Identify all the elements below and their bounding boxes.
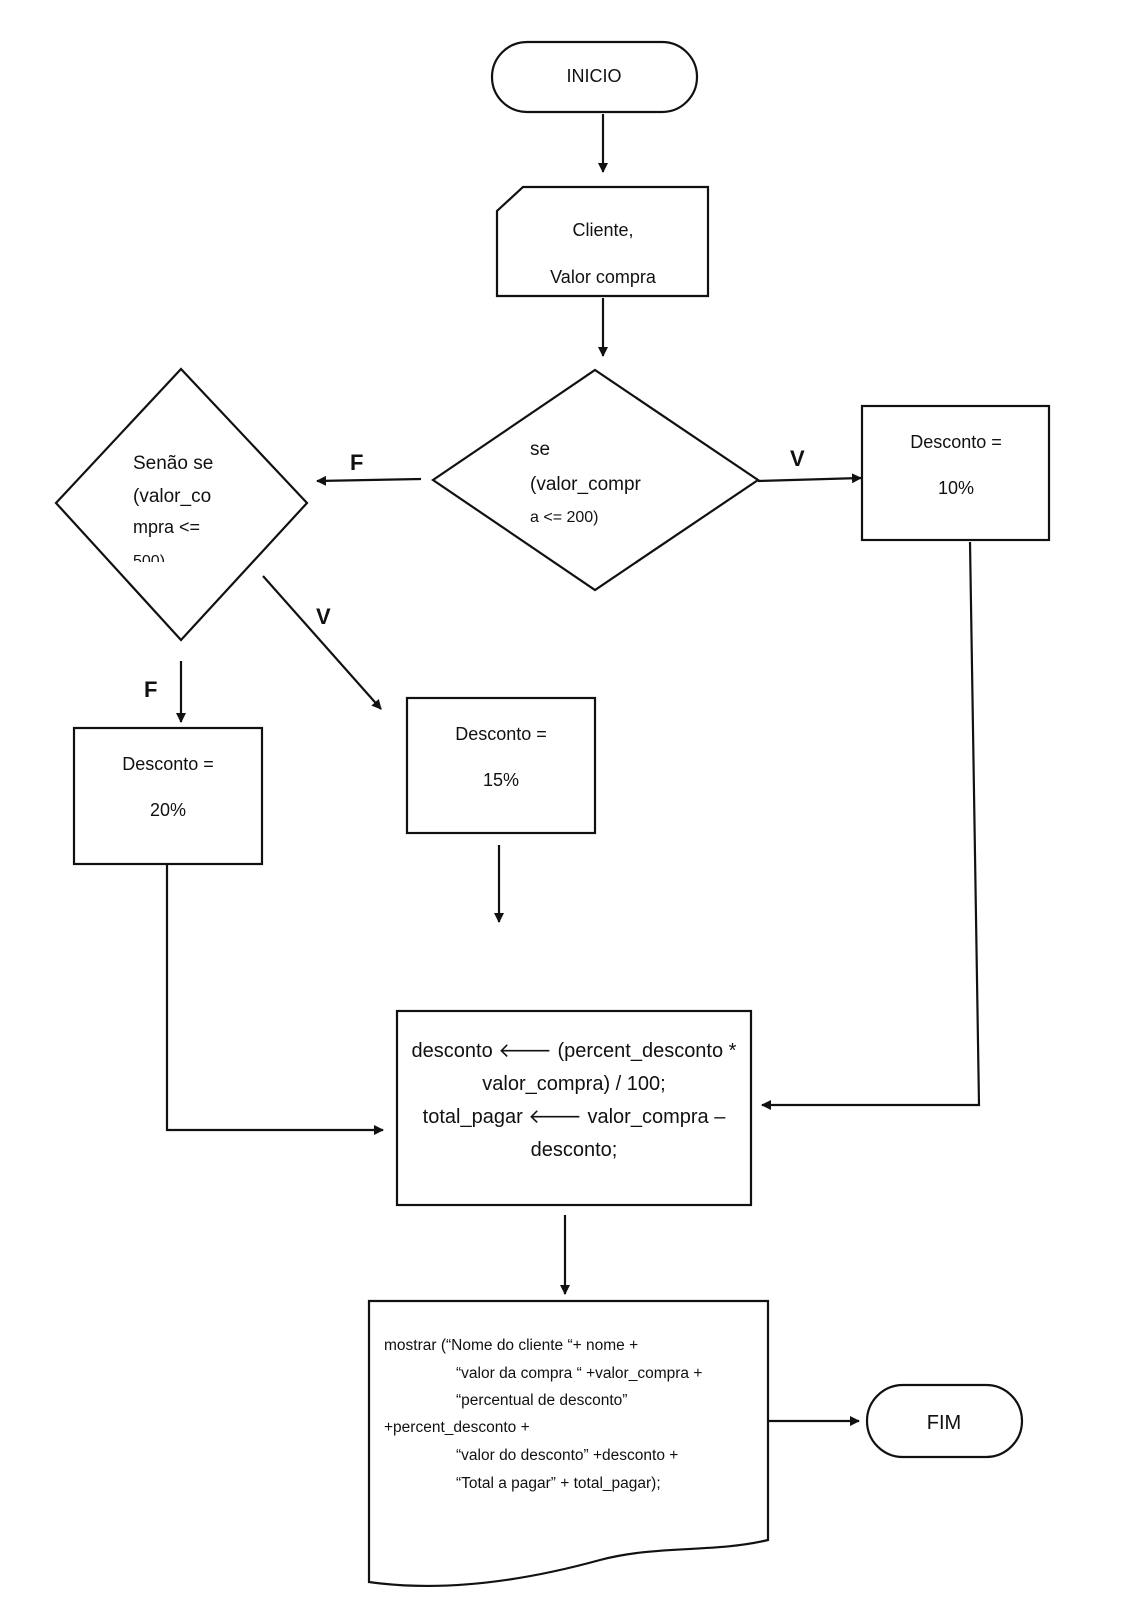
edge-label-d2-false: F xyxy=(144,677,157,702)
decision1-node: se (valor_compr a <= 200) xyxy=(431,368,760,592)
decision1-line-3: a <= 200) xyxy=(530,509,599,526)
process-line-4: desconto; xyxy=(531,1139,618,1161)
desconto-20-line-2: 20% xyxy=(150,800,186,820)
end-terminal: FIM xyxy=(865,1383,1024,1459)
output-line-5: “valor do desconto” +desconto + xyxy=(456,1447,678,1464)
output-line-3: “percentual de desconto” xyxy=(456,1392,627,1409)
desconto-20-line-1: Desconto = xyxy=(122,754,214,774)
input-line-2: Valor compra xyxy=(550,267,657,287)
output-line-2: “valor da compra “ +valor_compra + xyxy=(456,1365,702,1382)
edge-decision1-true xyxy=(757,473,862,484)
edge-decision1-false xyxy=(316,475,422,486)
desconto-15-line-1: Desconto = xyxy=(455,724,547,744)
decision2-line-2: (valor_co xyxy=(133,486,211,507)
edge-label-d1-false: F xyxy=(350,450,363,475)
decision1-line-1: se xyxy=(530,439,550,460)
desconto-10-line-2: 10% xyxy=(938,478,974,498)
desconto-10-line-1: Desconto = xyxy=(910,432,1002,452)
start-terminal: INICIO xyxy=(490,40,699,114)
decision2-node: Senão se (valor_co mpra <= 500) xyxy=(54,367,309,642)
decision2-line-1: Senão se xyxy=(133,453,213,474)
output-line-1: mostrar (“Nome do cliente “+ nome + xyxy=(384,1337,638,1354)
output-node: mostrar (“Nome do cliente “+ nome + “val… xyxy=(367,1299,770,1587)
process-node: desconto 🡐 (percent_desconto * valor_com… xyxy=(395,1009,753,1207)
desconto-15-node: Desconto = 15% xyxy=(405,696,597,835)
desconto-20-node: Desconto = 20% xyxy=(72,726,264,866)
edge-label-d1-true: V xyxy=(790,446,805,471)
input-line-1: Cliente, xyxy=(572,220,633,240)
output-line-6: “Total a pagar” + total_pagar); xyxy=(456,1475,661,1492)
output-line-4: +percent_desconto + xyxy=(384,1419,530,1436)
desconto-10-node: Desconto = 10% xyxy=(860,404,1051,542)
process-line-3: total_pagar 🡐 valor_compra – xyxy=(423,1106,727,1128)
end-label: FIM xyxy=(927,1412,961,1434)
decision2-line-4: 500) xyxy=(133,553,165,570)
start-label: INICIO xyxy=(566,66,621,86)
edge-desconto10-process xyxy=(761,541,981,1110)
edge-decision2-true xyxy=(262,575,382,710)
process-line-1: desconto 🡐 (percent_desconto * xyxy=(412,1040,737,1062)
input-node: Cliente, Valor compra xyxy=(495,185,710,298)
edge-label-d2-true: V xyxy=(316,604,331,629)
decision1-line-2: (valor_compr xyxy=(530,474,642,495)
edge-desconto20-process xyxy=(165,864,384,1135)
desconto-15-line-2: 15% xyxy=(483,770,519,790)
process-line-2: valor_compra) / 100; xyxy=(482,1073,665,1095)
decision2-line-3: mpra <= xyxy=(133,517,200,537)
